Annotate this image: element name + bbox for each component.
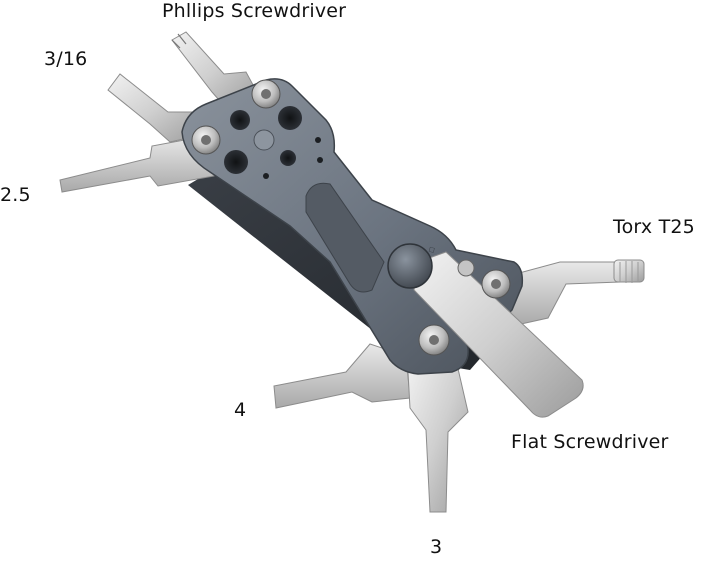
torx-bit [507,259,645,327]
phillips-bit [171,31,259,109]
hex-key-2-5 [59,135,215,193]
engraved-logo-icon: ◇ [425,245,437,256]
pivot-knob [387,243,433,289]
label-hex-3: 3 [430,536,443,558]
plate-holes [224,106,323,179]
hex-key-3 [407,359,469,513]
label-hex-4: 4 [234,399,247,421]
label-torx-t25: Torx T25 [613,216,695,238]
label-hex-2-5: 2.5 [0,184,31,206]
label-flat-screwdriver: Flat Screwdriver [511,431,669,453]
plate-screws [191,79,511,356]
flat-screwdriver-blade [413,251,584,418]
label-hex-3-16: 3/16 [44,48,88,70]
label-phillips-screwdriver: Phllips Screwdriver [162,0,347,22]
